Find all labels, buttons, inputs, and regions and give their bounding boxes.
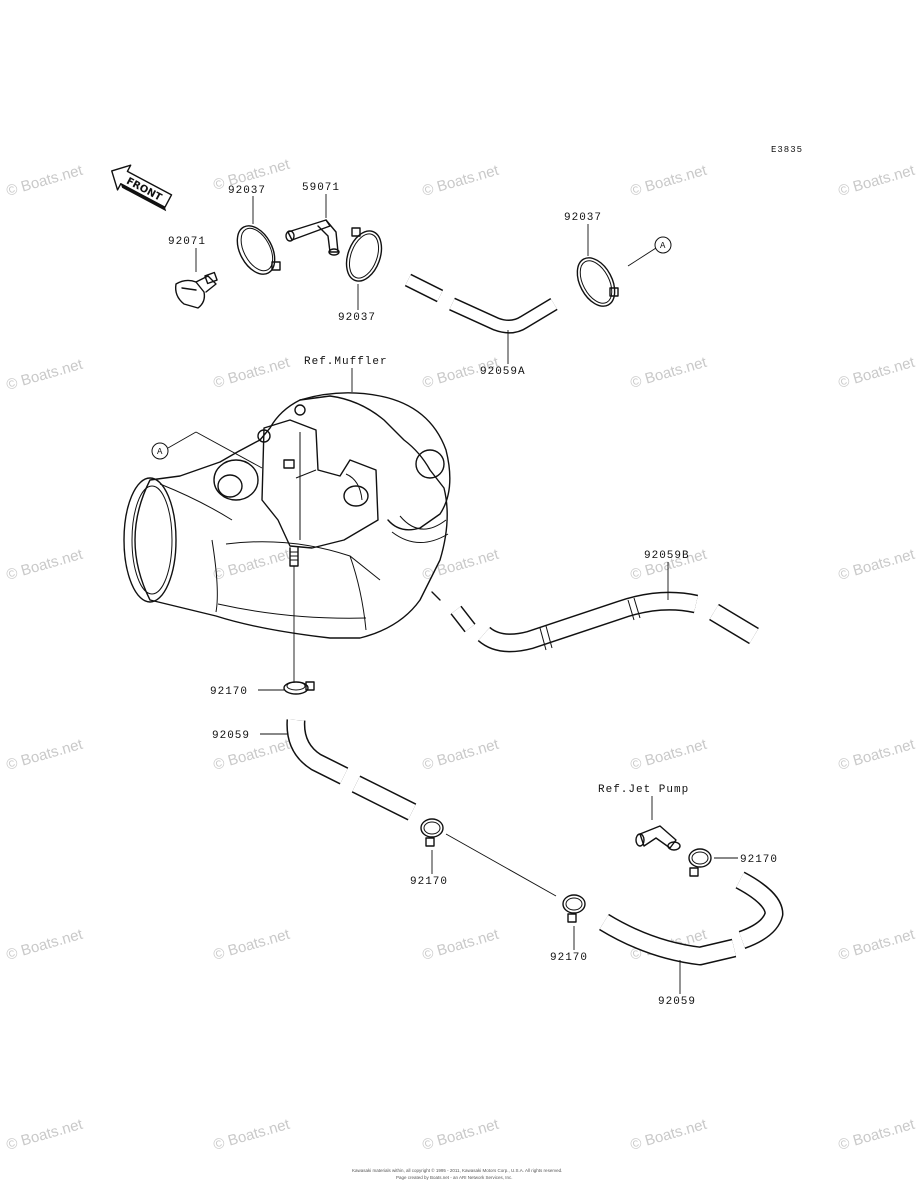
watermark: © Boats.net bbox=[628, 162, 709, 200]
watermark: © Boats.net bbox=[628, 1116, 709, 1154]
part-number-label: 92059A bbox=[480, 366, 526, 378]
clamp-part-icon bbox=[420, 818, 444, 847]
watermark: © Boats.net bbox=[4, 162, 85, 200]
watermark: © Boats.net bbox=[628, 736, 709, 774]
front-arrow-icon: FRONT bbox=[111, 164, 173, 212]
watermark: © Boats.net bbox=[211, 354, 292, 392]
diagram-code: E3835 bbox=[771, 145, 803, 155]
part-number-label: 92170 bbox=[410, 876, 448, 888]
part-number-label: 92037 bbox=[228, 185, 266, 197]
watermark: © Boats.net bbox=[836, 926, 917, 964]
watermark: © Boats.net bbox=[420, 926, 501, 964]
watermark: © Boats.net bbox=[4, 356, 85, 394]
clamp-part-icon bbox=[283, 681, 315, 695]
part-number-label: 59071 bbox=[302, 182, 340, 194]
hose-part-icon bbox=[404, 273, 558, 334]
part-number-label: 92059B bbox=[644, 550, 690, 562]
watermark: © Boats.net bbox=[211, 926, 292, 964]
callout-a-marker-top: A bbox=[654, 236, 672, 254]
plug-part-icon bbox=[174, 271, 218, 309]
watermark: © Boats.net bbox=[4, 546, 85, 584]
clamp-part-icon bbox=[562, 894, 586, 923]
callout-a-marker-muffler: A bbox=[151, 442, 169, 460]
part-number-label: 92170 bbox=[550, 952, 588, 964]
part-number-label: 92170 bbox=[210, 686, 248, 698]
watermark: © Boats.net bbox=[420, 736, 501, 774]
watermark: © Boats.net bbox=[836, 162, 917, 200]
copyright-line-2: Page created by Boats.net - an ARI Netwo… bbox=[396, 1175, 513, 1180]
watermark: © Boats.net bbox=[628, 354, 709, 392]
clamp-part-icon bbox=[236, 225, 281, 275]
watermark: © Boats.net bbox=[4, 926, 85, 964]
watermark: © Boats.net bbox=[420, 1116, 501, 1154]
watermark: © Boats.net bbox=[420, 162, 501, 200]
watermark: © Boats.net bbox=[211, 546, 292, 584]
jet-pump-fitting-icon bbox=[635, 825, 681, 851]
part-number-label: 92059 bbox=[212, 730, 250, 742]
part-number-label: 92170 bbox=[740, 854, 778, 866]
clamp-part-icon bbox=[688, 848, 712, 877]
clamp-part-icon bbox=[345, 227, 383, 282]
muffler-reference-label: Ref.Muffler bbox=[304, 356, 388, 368]
part-number-label: 92059 bbox=[658, 996, 696, 1008]
part-number-label: 92071 bbox=[168, 236, 206, 248]
svg-text:A: A bbox=[660, 241, 666, 251]
hose-part-icon bbox=[599, 871, 784, 966]
hose-part-icon bbox=[286, 719, 417, 821]
part-number-label: 92037 bbox=[564, 212, 602, 224]
clamp-part-icon bbox=[576, 257, 619, 307]
muffler-part-icon bbox=[123, 392, 451, 639]
jet-pump-reference-label: Ref.Jet Pump bbox=[598, 784, 689, 796]
fitting-part-icon bbox=[285, 219, 340, 256]
watermark: © Boats.net bbox=[211, 1116, 292, 1154]
watermark: © Boats.net bbox=[836, 354, 917, 392]
part-number-label: 92037 bbox=[338, 312, 376, 324]
watermark: © Boats.net bbox=[836, 1116, 917, 1154]
watermark: © Boats.net bbox=[836, 546, 917, 584]
watermark: © Boats.net bbox=[4, 1116, 85, 1154]
copyright-line: Kawasaki materials within, all copyright… bbox=[352, 1167, 562, 1173]
watermark: © Boats.net bbox=[4, 736, 85, 774]
hose-part-icon bbox=[450, 591, 759, 653]
watermark: © Boats.net bbox=[836, 736, 917, 774]
watermark: © Boats.net bbox=[420, 546, 501, 584]
svg-text:A: A bbox=[157, 447, 163, 457]
